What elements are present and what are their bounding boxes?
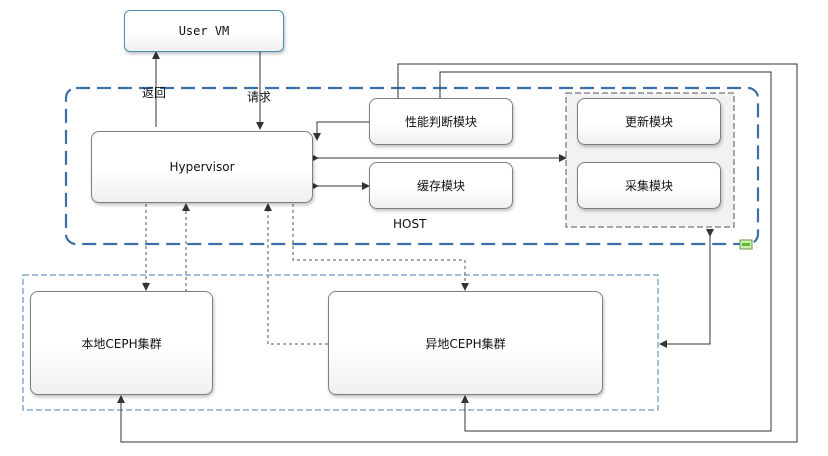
ceph-update-link: [659, 229, 714, 348]
perf-remote-loop: [117, 63, 798, 443]
remote-hypervisor-dotted-up: [264, 203, 328, 345]
hypervisor-remote-dotted-down: [292, 204, 469, 291]
update-module-node: 更新模块: [577, 98, 721, 145]
local-ceph-node: 本地CEPH集群: [30, 291, 213, 395]
host-label: HOST: [393, 217, 427, 231]
perf-to-hypervisor-arrow: [313, 121, 369, 141]
user-vm-label: User VM: [178, 24, 230, 38]
request-label: 请求: [247, 90, 272, 104]
ceph-group-boundary: [22, 274, 659, 411]
collect-module-label: 采集模块: [624, 179, 673, 193]
hypervisor-node: Hypervisor: [91, 131, 313, 203]
collect-module-node: 采集模块: [577, 162, 721, 209]
user-vm-node: User VM: [124, 10, 284, 52]
local-ceph-label: 本地CEPH集群: [81, 336, 162, 351]
perf-local-loop: [439, 71, 772, 432]
perf-module-node: 性能判断模块: [369, 98, 513, 145]
host-group-boundary: [64, 86, 760, 246]
remote-ceph-node: 异地CEPH集群: [328, 291, 603, 395]
remote-ceph-label: 异地CEPH集群: [425, 336, 506, 351]
update-module-label: 更新模块: [624, 115, 673, 129]
return-label: 返回: [142, 86, 167, 100]
hypervisor-label: Hypervisor: [169, 160, 235, 174]
perf-module-label: 性能判断模块: [404, 115, 477, 129]
cache-module-node: 缓存模块: [369, 162, 513, 209]
cache-module-label: 缓存模块: [416, 179, 465, 193]
